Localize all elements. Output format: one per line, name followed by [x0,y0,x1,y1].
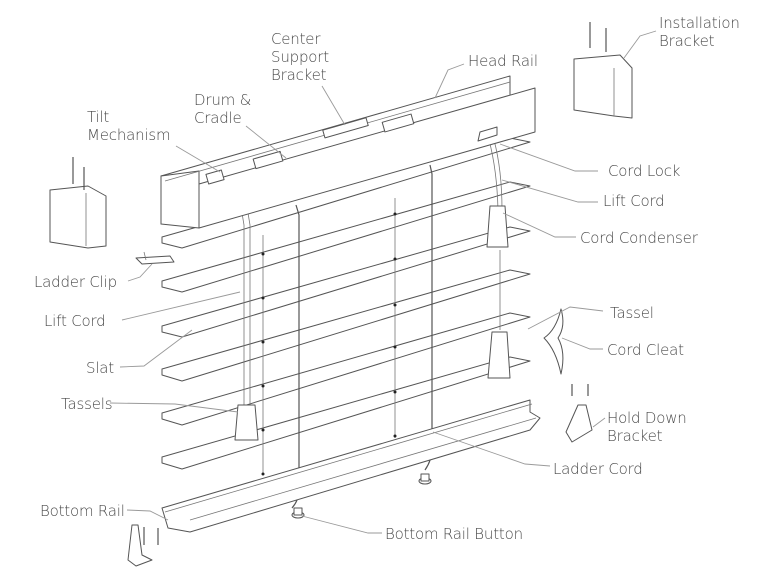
tilt-mechanism [205,169,225,185]
hold-down-bracket-right [565,384,593,443]
label-head-rail: Head Rail [468,52,538,70]
cord-lock [477,126,498,142]
slat [161,312,531,426]
label-lift-cord-right: Lift Cord [603,192,665,210]
installation-bracket-left [49,157,107,249]
ladder-rungs [261,198,397,476]
label-drum-cradle: Drum & Cradle [194,91,252,127]
bottom-rail [161,399,541,533]
label-cord-cleat: Cord Cleat [607,341,684,359]
label-ladder-cord: Ladder Cord [553,460,643,478]
label-lift-cord-left: Lift Cord [44,312,106,330]
bottom-rail-buttons [291,473,432,519]
tassel-left [234,404,259,441]
slat [161,226,531,338]
label-cord-lock: Cord Lock [608,162,681,180]
drum-cradle [252,150,284,170]
lift-cord-right [488,139,499,211]
label-tilt-mechanism: Tilt Mechanism [87,108,171,144]
head-rail [160,75,536,229]
label-hold-down-bracket: Hold Down Bracket [607,409,687,445]
label-slat: Slat [86,359,114,377]
hold-down-bracket-left [127,524,159,567]
cord-cleat-part [543,308,564,375]
leader-lines [109,30,657,534]
slat [161,181,531,293]
label-tassels: Tassels [61,395,113,413]
lift-cord-left [241,212,245,410]
slats [161,137,531,470]
label-bottom-rail-button: Bottom Rail Button [385,525,523,543]
installation-bracket-right [573,22,633,119]
label-ladder-clip: Ladder Clip [34,273,117,291]
label-bottom-rail: Bottom Rail [40,502,125,520]
ladder-clip-part [135,251,175,265]
label-installation-bracket: Installation Bracket [659,14,740,50]
label-tassel: Tassel [610,304,654,322]
slat [161,356,531,470]
cord-condenser [486,205,509,248]
label-cord-condenser: Cord Condenser [580,229,698,247]
tassel-right [487,331,511,379]
slat [161,269,531,382]
label-center-support-bracket: Center Support Bracket [271,30,329,84]
